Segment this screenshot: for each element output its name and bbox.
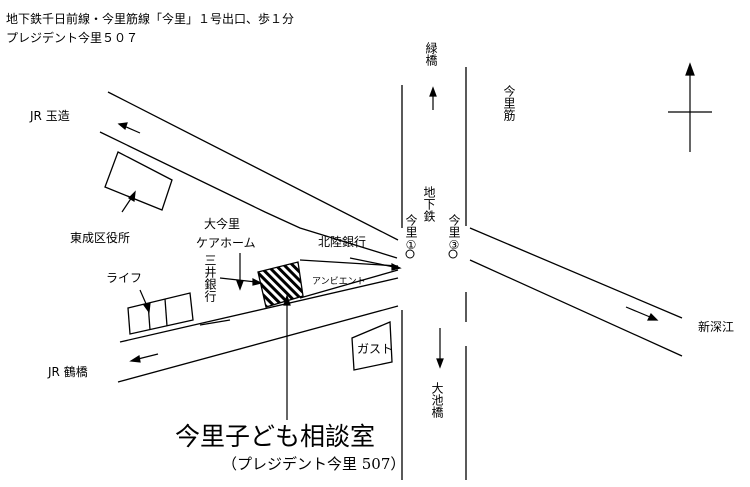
label-ward-office: 東成区役所	[70, 231, 131, 245]
life-building-divider2	[164, 298, 168, 327]
label-ambient: アンビエント	[312, 277, 366, 287]
label-gusto: ガスト	[357, 342, 394, 356]
life-building	[127, 292, 194, 335]
pointer-mitsui	[219, 277, 257, 283]
ward-office-building	[104, 151, 173, 211]
header-line-1: 地下鉄千日前線・今里筋線「今里」１号出口、歩１分	[6, 12, 295, 26]
pointer-hokuriku	[349, 257, 395, 268]
road-tamatsukuri-upper	[107, 91, 399, 241]
label-hokuriku: 北陸銀行	[318, 235, 367, 249]
label-chikatetsu: 地下鉄	[422, 186, 436, 222]
target-building	[257, 261, 304, 308]
road-fukae-lower	[469, 259, 683, 357]
office-title: 今里子ども相談室	[175, 422, 376, 451]
label-mitsui: 三井銀行	[203, 254, 217, 302]
label-shin-fukae: 新深江	[698, 320, 735, 334]
road-tsuruhashi-lower	[117, 305, 399, 383]
arrow-tamatsukuri	[123, 125, 141, 134]
arrow-fukae	[625, 306, 651, 318]
label-care-home-1: 大今里	[204, 217, 241, 231]
label-midoribashi: 緑橋	[424, 42, 438, 66]
arrow-tsuruhashi	[137, 353, 159, 360]
label-exit-3: 今里③	[447, 214, 461, 252]
label-care-home-2: ケアホーム	[196, 236, 256, 250]
side-street	[199, 319, 231, 326]
road-fukae-upper	[469, 227, 683, 319]
label-jr-tsuruhashi: JR 鶴橋	[48, 365, 88, 379]
label-imazatosuji: 今里筋	[502, 85, 516, 121]
label-life: ライフ	[106, 271, 143, 285]
road-tsuruhashi-upper	[119, 277, 399, 343]
label-exit-1: 今里①	[404, 214, 418, 252]
label-oikebashi: 大池橋	[430, 382, 444, 418]
exit-1-marker	[405, 249, 415, 259]
exit-3-marker	[448, 249, 458, 259]
ambient-line-2	[299, 269, 399, 299]
header-line-2: プレジデント今里５０７	[6, 31, 139, 45]
label-jr-tamatsukuri: JR 玉造	[30, 109, 70, 123]
pointer-ward-office	[121, 196, 133, 213]
office-subtitle: （プレジデント今里 507）	[222, 455, 406, 473]
pointer-life	[139, 289, 148, 307]
road-tamatsukuri-lower	[99, 131, 398, 259]
gusto-building	[351, 321, 393, 371]
